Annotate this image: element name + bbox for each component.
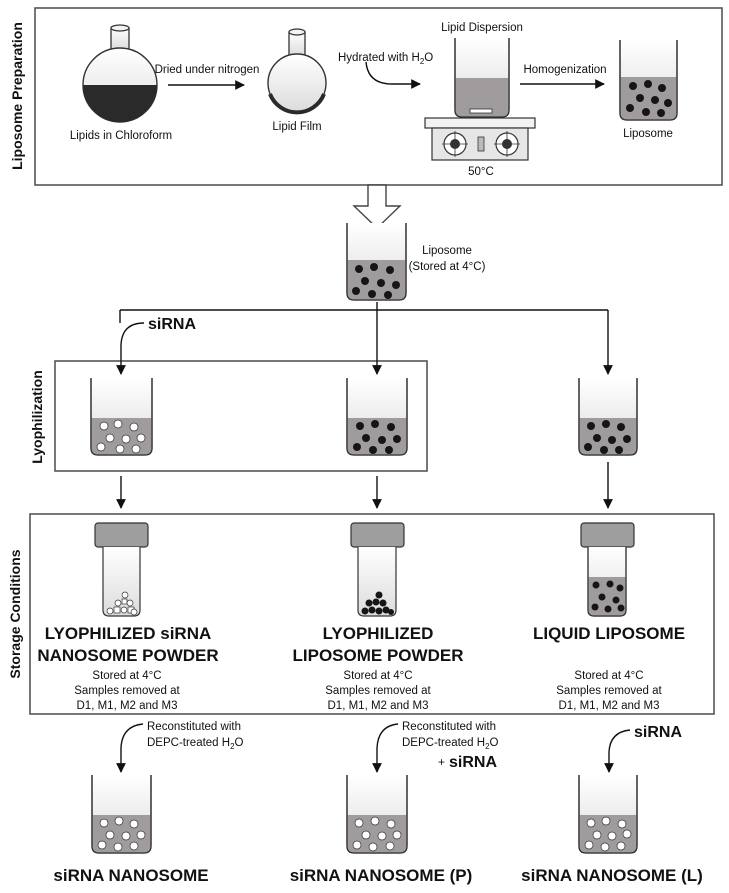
hollow-down-arrow xyxy=(352,184,402,229)
label-stored-liposome-2: (Stored at 4°C) xyxy=(409,261,486,273)
final-label-right: siRNA NANOSOME (L) xyxy=(521,866,703,885)
arrow-hydrate xyxy=(365,61,421,89)
svg-text:D1, M1, M2 and M3: D1, M1, M2 and M3 xyxy=(559,700,660,712)
reconstitute-mid-2: DEPC-treated H2O xyxy=(402,737,499,751)
label-dried-under-nitrogen: Dried under nitrogen xyxy=(155,64,260,76)
svg-text:Samples removed at: Samples removed at xyxy=(556,685,662,697)
beaker-sirna-nanosome-p xyxy=(346,775,408,854)
reconstitute-mid-sirna: siRNA xyxy=(449,754,497,771)
label-lipid-dispersion: Lipid Dispersion xyxy=(441,22,523,34)
section-label-storage: Storage Conditions xyxy=(7,549,23,678)
svg-text:Stored at 4°C: Stored at 4°C xyxy=(574,670,643,682)
svg-text:Samples removed at: Samples removed at xyxy=(74,685,180,697)
beaker-sirna-nanosome-pre xyxy=(90,378,153,456)
vial-lyophilized-liposome xyxy=(350,522,405,617)
flask-lipid-film xyxy=(267,28,327,115)
reconstitute-mid-plus: + xyxy=(438,755,445,769)
arrow-sirna-right xyxy=(604,729,631,773)
hot-plate-stirrer xyxy=(424,117,536,161)
beaker-sirna-nanosome xyxy=(91,775,152,854)
reconstitute-left-1: Reconstituted with xyxy=(147,721,241,733)
svg-text:Stored at 4°C: Stored at 4°C xyxy=(343,670,412,682)
storage-note-right: Stored at 4°C Samples removed at D1, M1,… xyxy=(556,670,662,712)
label-temperature: 50°C xyxy=(468,166,494,178)
beaker-liposome-pre xyxy=(346,378,408,456)
storage-note-left: Stored at 4°C Samples removed at D1, M1,… xyxy=(74,670,180,712)
svg-text:Samples removed at: Samples removed at xyxy=(325,685,431,697)
title-mid-2: LIPOSOME POWDER xyxy=(293,646,464,665)
beaker-lipid-dispersion xyxy=(454,38,510,118)
beaker-sirna-nanosome-l xyxy=(578,775,638,854)
section-label-lyophilization: Lyophilization xyxy=(29,370,45,464)
svg-text:Stored at 4°C: Stored at 4°C xyxy=(92,670,161,682)
label-lipid-film: Lipid Film xyxy=(272,121,321,133)
final-label-left: siRNA NANOSOME xyxy=(53,866,208,885)
vial-lyophilized-sirna-nanosome xyxy=(94,522,149,617)
label-stored-liposome-1: Liposome xyxy=(422,245,472,257)
label-hydrated: Hydrated with H2O xyxy=(338,52,433,66)
reconstitute-mid-1: Reconstituted with xyxy=(402,721,496,733)
vial-liquid-liposome xyxy=(580,522,635,617)
reconstitute-left-2: DEPC-treated H2O xyxy=(147,737,244,751)
svg-text:D1, M1, M2 and M3: D1, M1, M2 and M3 xyxy=(328,700,429,712)
beaker-liposome-prep xyxy=(619,40,678,121)
beaker-stored-liposome xyxy=(346,223,407,301)
title-left-1: LYOPHILIZED siRNA xyxy=(45,624,212,643)
beaker-liquid-liposome-pre xyxy=(578,378,638,456)
label-liposome-prep: Liposome xyxy=(623,128,673,140)
arrow-reconstitute-left xyxy=(116,723,144,773)
storage-note-mid: Stored at 4°C Samples removed at D1, M1,… xyxy=(325,670,431,712)
svg-text:D1, M1, M2 and M3: D1, M1, M2 and M3 xyxy=(77,700,178,712)
section-label-preparation: Liposome Preparation xyxy=(9,22,25,170)
lyophilization-frame xyxy=(54,360,428,472)
storage-frame xyxy=(29,513,715,715)
label-sirna-right: siRNA xyxy=(634,724,682,741)
title-right: LIQUID LIPOSOME xyxy=(533,624,685,643)
final-label-mid: siRNA NANOSOME (P) xyxy=(290,866,473,885)
arrow-to-left-sirna xyxy=(116,322,145,375)
label-lipids-in-chloroform: Lipids in Chloroform xyxy=(70,130,172,142)
title-left-2: NANOSOME POWDER xyxy=(37,646,218,665)
title-mid-1: LYOPHILIZED xyxy=(323,624,434,643)
label-homogenization: Homogenization xyxy=(523,64,606,76)
label-sirna-top: siRNA xyxy=(148,316,196,333)
arrow-reconstitute-mid xyxy=(372,723,399,773)
flask-lipids-in-chloroform xyxy=(82,24,158,123)
